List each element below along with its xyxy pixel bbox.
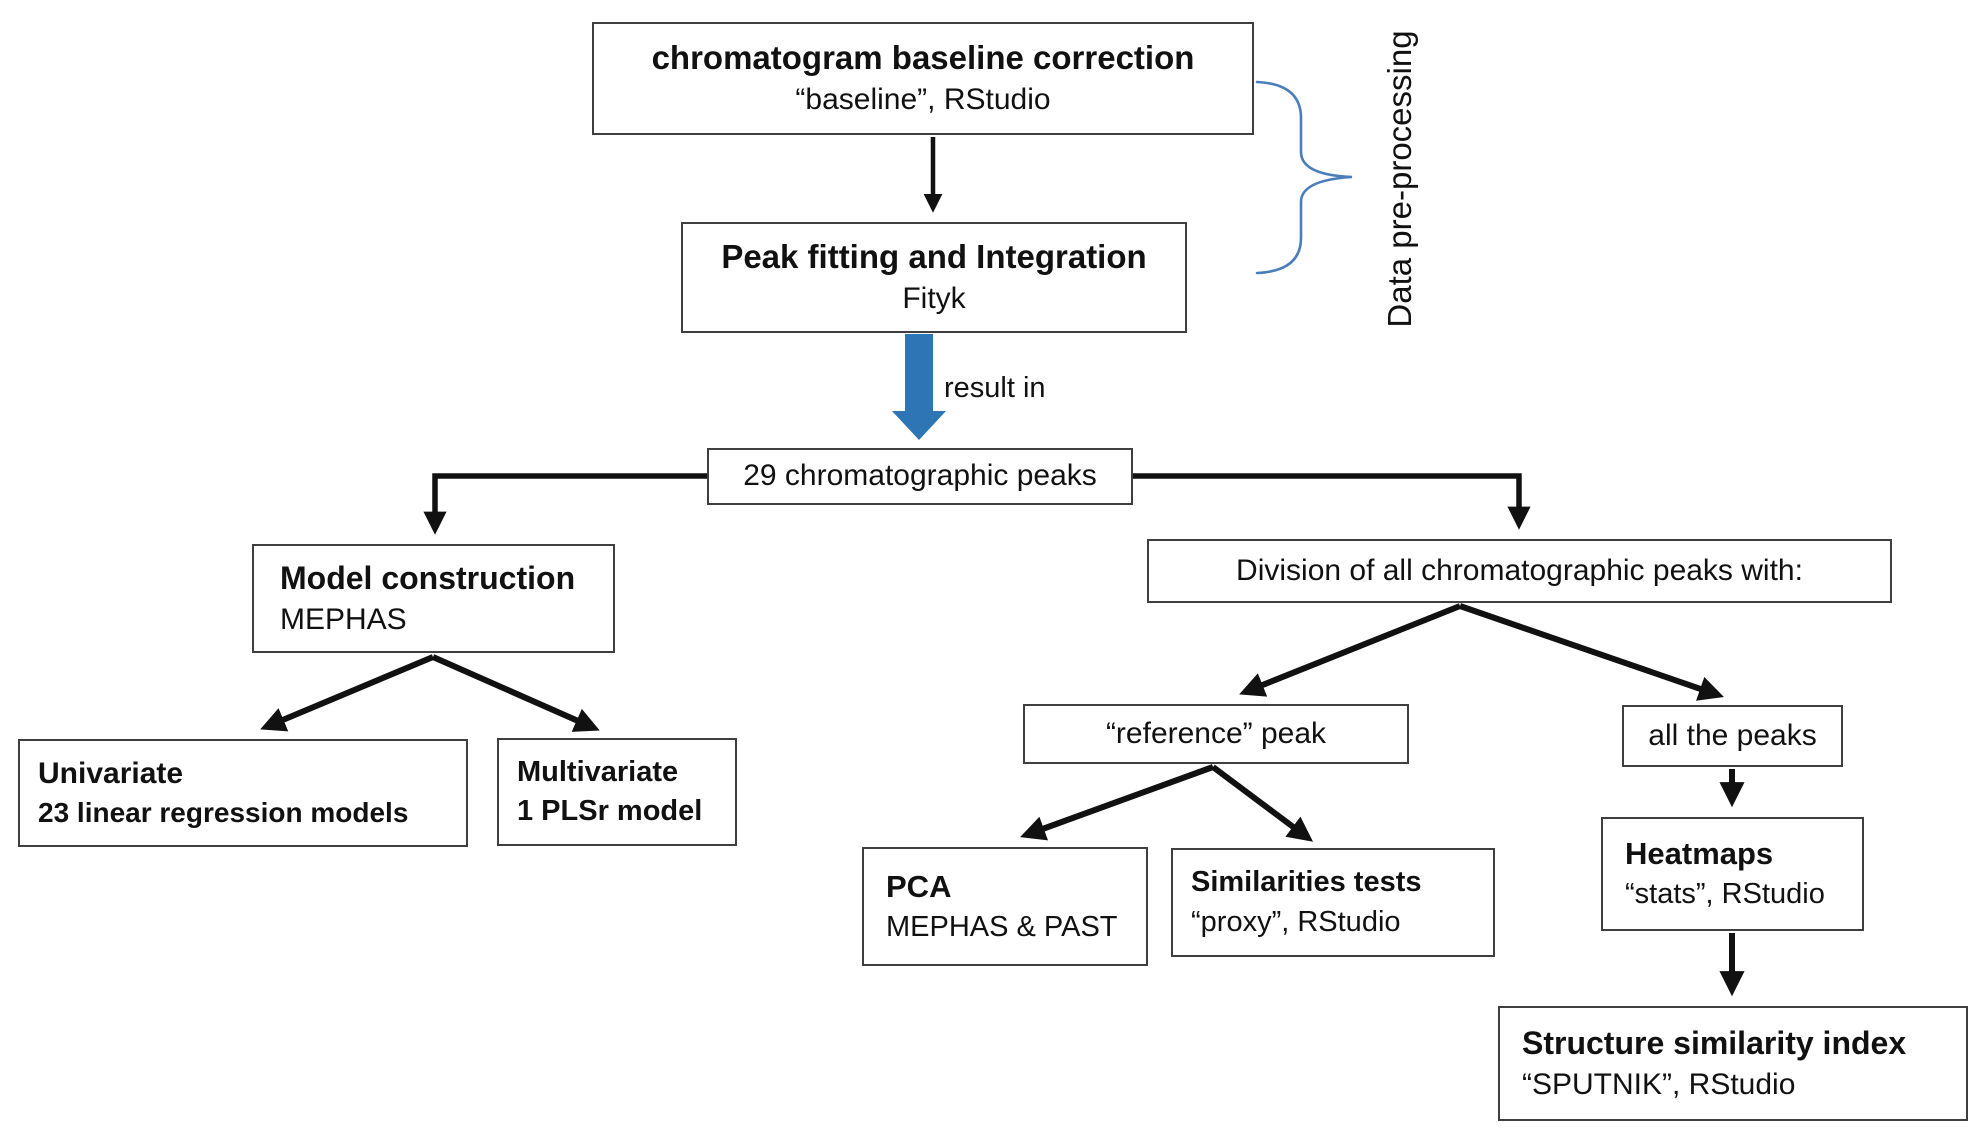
box-peak-fitting-integration: Peak fitting and Integration Fityk xyxy=(681,222,1187,333)
arrow-division-to-reference xyxy=(1239,603,1462,697)
preprocessing-brace-icon xyxy=(1255,80,1353,275)
box-multivariate: Multivariate 1 PLSr model xyxy=(497,738,737,846)
box-heatmaps: Heatmaps “stats”, RStudio xyxy=(1601,817,1864,931)
arrow-division-to-allpeaks xyxy=(1459,603,1724,701)
box-division-of-peaks: Division of all chromatographic peaks wi… xyxy=(1147,539,1892,603)
result-in-label: result in xyxy=(944,372,1046,404)
box-subtitle: MEPHAS & PAST xyxy=(886,910,1118,943)
arrow-reference-to-similarities xyxy=(1211,764,1314,842)
box-title: Multivariate xyxy=(517,755,679,788)
arrow-peaks-to-model xyxy=(423,473,710,535)
box-title: “reference” peak xyxy=(1105,716,1327,750)
box-univariate: Univariate 23 linear regression models xyxy=(18,739,468,847)
box-subtitle: 23 linear regression models xyxy=(38,797,409,829)
box-title: Model construction xyxy=(280,559,576,596)
box-title: Heatmaps xyxy=(1625,836,1774,872)
arrow-reference-to-pca xyxy=(1020,764,1215,841)
box-reference-peak: “reference” peak xyxy=(1023,704,1409,764)
box-all-the-peaks: all the peaks xyxy=(1622,705,1843,767)
box-title: Univariate xyxy=(38,756,184,790)
box-similarities-tests: Similarities tests “proxy”, RStudio xyxy=(1171,848,1495,957)
box-structure-similarity-index: Structure similarity index “SPUTNIK”, RS… xyxy=(1498,1006,1968,1121)
box-subtitle: “baseline”, RStudio xyxy=(795,83,1051,117)
box-title: 29 chromatographic peaks xyxy=(743,459,1097,493)
box-title: PCA xyxy=(886,868,952,904)
box-chromatogram-baseline-correction: chromatogram baseline correction “baseli… xyxy=(592,22,1254,135)
arrow-model-to-multivariate xyxy=(431,654,600,732)
box-subtitle: MEPHAS xyxy=(280,602,407,636)
box-subtitle: Fityk xyxy=(902,282,966,316)
box-model-construction: Model construction MEPHAS xyxy=(252,544,615,653)
box-title: Division of all chromatographic peaks wi… xyxy=(1236,553,1803,587)
box-title: all the peaks xyxy=(1648,718,1817,752)
box-29-chromatographic-peaks: 29 chromatographic peaks xyxy=(707,448,1133,505)
box-title: Similarities tests xyxy=(1191,866,1422,899)
box-title: Structure similarity index xyxy=(1522,1024,1907,1061)
box-title: chromatogram baseline correction xyxy=(651,39,1195,77)
box-subtitle: “stats”, RStudio xyxy=(1625,878,1825,911)
result-block-arrow-icon xyxy=(892,334,946,440)
arrow-peaks-to-division xyxy=(1131,473,1531,530)
box-subtitle: “SPUTNIK”, RStudio xyxy=(1522,1067,1796,1101)
box-title: Peak fitting and Integration xyxy=(721,238,1147,276)
box-pca: PCA MEPHAS & PAST xyxy=(862,847,1148,966)
box-subtitle: “proxy”, RStudio xyxy=(1191,905,1401,938)
data-preprocessing-label: Data pre-processing xyxy=(1381,30,1418,328)
box-subtitle: 1 PLSr model xyxy=(517,795,703,827)
arrow-model-to-univariate xyxy=(260,654,435,732)
